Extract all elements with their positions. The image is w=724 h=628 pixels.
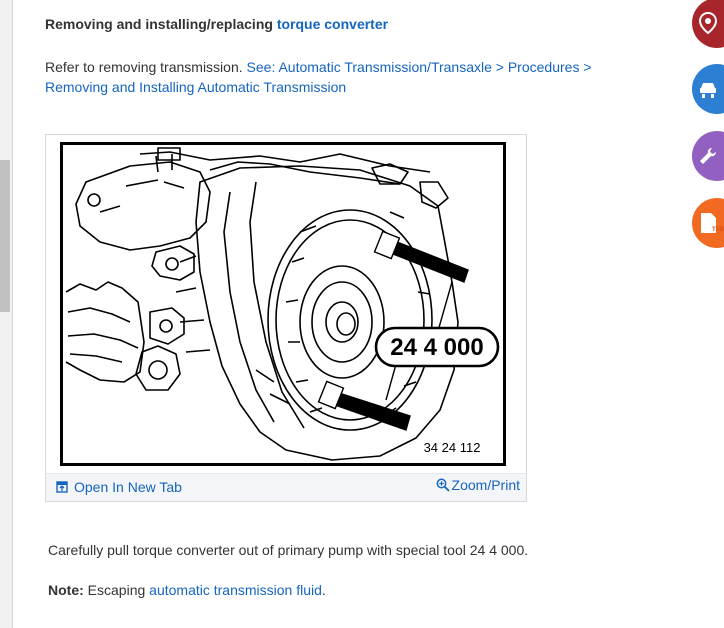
open-in-new-tab-label: Open In New Tab <box>74 479 182 495</box>
wrench-icon <box>700 148 716 164</box>
figure-toolbar: Open In New Tab Zoom/Print <box>46 473 526 501</box>
open-new-tab-icon <box>56 481 68 493</box>
zoom-print-button[interactable]: Zoom/Print <box>436 477 520 493</box>
vehicle-lift-icon <box>700 83 716 98</box>
tsb-label: TSB <box>712 227 724 233</box>
step-paragraph: Carefully pull torque converter out of p… <box>48 542 529 558</box>
figure-card: 24 4 000 34 24 112 Open In New Tab <box>45 134 527 502</box>
scrollbar-thumb[interactable] <box>0 160 10 312</box>
map-pin-icon <box>698 11 718 35</box>
see-procedure-link[interactable]: See: Automatic Transmission/Transaxle > … <box>45 59 592 95</box>
note-suffix: . <box>321 582 326 598</box>
special-tool-label: 24 4 000 <box>390 334 483 361</box>
repair-tools-fab[interactable] <box>692 131 724 181</box>
intro-text: Refer to removing transmission. <box>45 59 247 75</box>
note-text: Escaping <box>83 582 150 598</box>
intro-paragraph: Refer to removing transmission. See: Aut… <box>45 57 635 97</box>
note-paragraph: Note: Escaping automatic transmission fl… <box>48 582 326 598</box>
note-label: Note: <box>48 582 84 598</box>
transmission-diagram-image[interactable]: 24 4 000 34 24 112 <box>60 142 506 466</box>
transmission-fluid-link[interactable]: automatic transmission fluid <box>149 582 322 598</box>
open-in-new-tab-button[interactable]: Open In New Tab <box>56 479 182 495</box>
vehicle-lift-fab[interactable] <box>692 64 724 114</box>
figure-number: 34 24 112 <box>424 440 481 455</box>
tsb-document-icon <box>701 213 716 233</box>
heading-text: Removing and installing/replacing <box>45 16 277 32</box>
left-scrollbar[interactable] <box>0 0 13 628</box>
tsb-fab[interactable]: TSB <box>692 198 724 248</box>
zoom-icon <box>436 478 450 492</box>
torque-converter-link[interactable]: torque converter <box>276 16 389 32</box>
section-heading: Removing and installing/replacing torque… <box>45 16 388 32</box>
location-fab[interactable] <box>692 0 724 48</box>
zoom-print-label: Zoom/Print <box>451 477 520 493</box>
